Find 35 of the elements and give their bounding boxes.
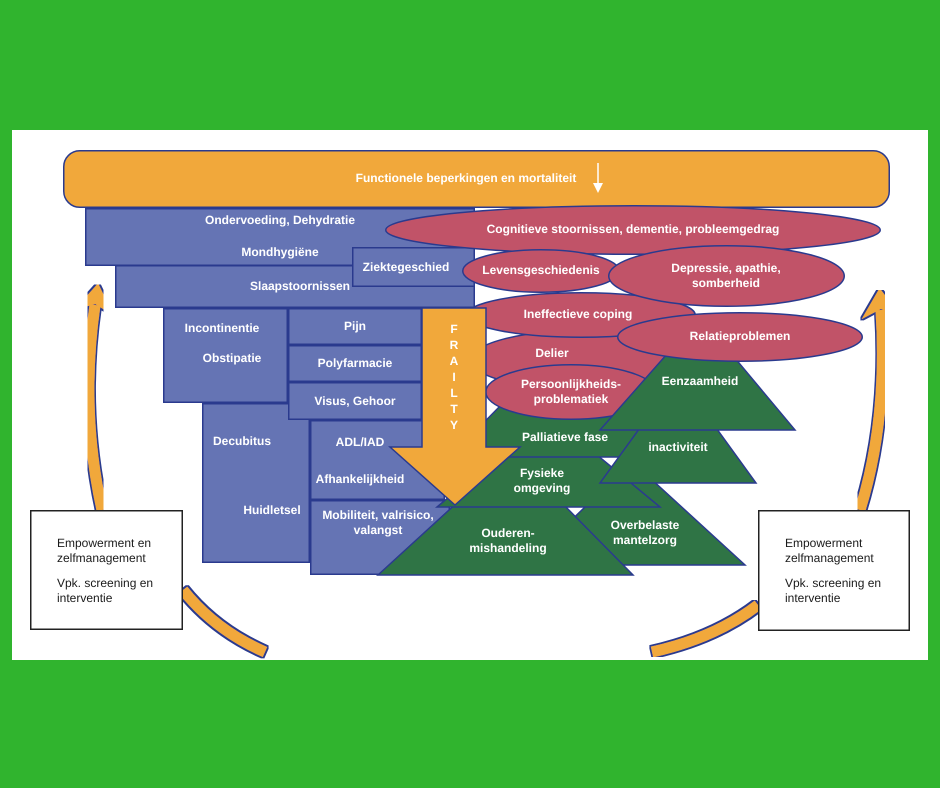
curved-arrow (854, 288, 902, 512)
problem-label: Pijn (344, 319, 366, 334)
intervention-text: Empowerment zelfmanagement (785, 536, 875, 566)
problem-label: Obstipatie (202, 351, 262, 366)
outcome-label: Functionele beperkingen en mortaliteit (356, 171, 576, 186)
problem-label: Ineffectieve coping (524, 307, 632, 322)
problem-label: Levensgeschiedenis (482, 263, 600, 278)
problem-label: Decubitus (213, 434, 271, 449)
problem-label: Persoonlijkheids- problematiek (520, 377, 622, 407)
problem-label: Delier (535, 346, 569, 361)
intervention-text: Empowerment en zelfmanagement (57, 536, 152, 566)
problem-label: Eenzaamheid (662, 374, 738, 389)
problem-label: Fysieke omgeving (512, 466, 572, 496)
problem-label: Visus, Gehoor (314, 394, 396, 409)
problem-label: Ouderen- mishandeling (468, 526, 548, 556)
problem-label: Cognitieve stoornissen, dementie, probleemgedrag (486, 222, 780, 237)
problem-label: Overbelaste mantelzorg (610, 518, 680, 548)
problem-label: Afhankelijkheid (316, 472, 404, 487)
problem-label: Ziektegeschied (362, 260, 450, 275)
frailty-label: FRAILTY (446, 322, 462, 434)
problem-label: inactiviteit (648, 440, 708, 455)
problem-label: Ondervoeding, Dehydratie (204, 213, 356, 228)
problem-label: Mondhygiëne (241, 245, 319, 260)
problem-label: Depressie, apathie, somberheid (671, 261, 781, 291)
problem-label: Incontinentie (184, 321, 260, 336)
problem-label: Huidletsel (243, 503, 301, 518)
intervention-text: Vpk. screening en interventie (57, 576, 154, 606)
problem-label: Relatieproblemen (690, 329, 790, 344)
problem-label: Polyfarmacie (318, 356, 392, 371)
problem-label: Slaapstoornissen (250, 279, 350, 294)
problem-label: Palliatieve fase (522, 430, 608, 445)
problem-label: Mobiliteit, valrisico, valangst (321, 508, 435, 538)
curved-arrow (74, 283, 114, 512)
problem-label: ADL/IAD (336, 435, 384, 450)
intervention-text: Vpk. screening en interventie (785, 576, 882, 606)
